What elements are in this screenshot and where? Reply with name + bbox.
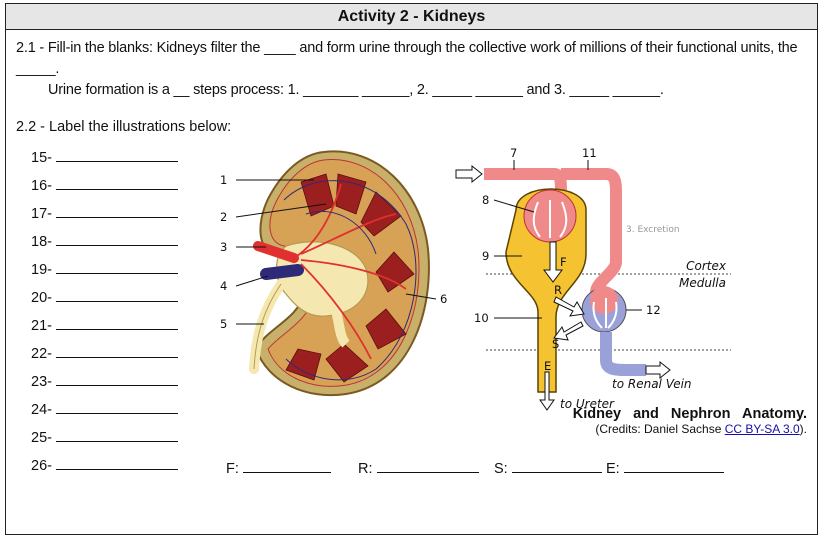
blank-secretion[interactable]: S:: [494, 459, 602, 477]
bowman-capsule: [505, 188, 587, 393]
nephron-callout-7: 7: [510, 146, 517, 160]
question-2-2-heading: 2.2 - Label the illustrations below:: [16, 119, 232, 135]
question-2-1-line-2: Urine formation is a __ steps process: 1…: [48, 82, 664, 98]
nephron-callout-12: 12: [646, 303, 661, 317]
blank-excretion[interactable]: E:: [606, 459, 724, 477]
label-blank-25[interactable]: 25-: [31, 428, 178, 446]
question-2-1-line-1: 2.1 - Fill-in the blanks: Kidneys filter…: [16, 40, 798, 77]
page-title: Activity 2 - Kidneys: [6, 4, 817, 30]
figure-caption: Kidney and Nephron Anatomy. (Credits: Da…: [573, 406, 807, 436]
nephron-illustration: Cortex Medulla 3. Excretion: [455, 146, 731, 411]
worksheet-frame: Activity 2 - Kidneys 2.1 - Fill-in the b…: [5, 3, 818, 535]
caption-title: Kidney and Nephron Anatomy.: [572, 406, 807, 422]
kidney-illustration: 1 2 3 4 5 6: [220, 150, 447, 397]
kidney-callout-1: 1: [220, 173, 227, 187]
label-blank-26[interactable]: 26-: [31, 456, 178, 474]
nephron-callout-10: 10: [474, 311, 489, 325]
filtration-arrow: [543, 241, 563, 283]
label-blank-20[interactable]: 20-: [31, 288, 178, 306]
renal-artery: [253, 241, 299, 263]
to-ureter-label: to Ureter: [560, 397, 615, 411]
caption-credits: (Credits: Daniel Sachse CC BY-SA 3.0).: [595, 422, 807, 436]
letter-f: F: [560, 255, 567, 269]
blank-filtration[interactable]: F:: [226, 459, 331, 477]
label-blank-18[interactable]: 18-: [31, 232, 178, 250]
blood-in-arrow: [455, 164, 483, 184]
renal-vein: [260, 264, 304, 280]
kidney-callout-6: 6: [440, 292, 447, 306]
letter-r: R: [554, 283, 562, 297]
renal-vein-arrow: [645, 360, 671, 380]
nephron-callout-11: 11: [582, 146, 597, 160]
reabsorption-arrow: [553, 296, 585, 317]
license-link[interactable]: CC BY-SA 3.0: [724, 422, 800, 436]
excretion-arrow: [539, 371, 555, 411]
to-renal-vein-label: to Renal Vein: [612, 377, 692, 391]
question-2-1: 2.1 - Fill-in the blanks: Kidneys filter…: [16, 38, 811, 101]
excretion-label: 3. Excretion: [626, 225, 680, 235]
cortex-label: Cortex: [686, 259, 727, 273]
kidney-callout-5: 5: [220, 317, 227, 331]
blank-reabsorption[interactable]: R:: [358, 459, 479, 477]
nephron-callout-9: 9: [482, 249, 489, 263]
label-blank-21[interactable]: 21-: [31, 316, 178, 334]
label-blank-19[interactable]: 19-: [31, 260, 178, 278]
kidney-callout-4: 4: [220, 279, 227, 293]
medulla-label: Medulla: [679, 276, 726, 290]
nephron-callout-8: 8: [482, 193, 489, 207]
label-blank-22[interactable]: 22-: [31, 344, 178, 362]
letter-s: S: [552, 337, 559, 351]
kidney-callout-3: 3: [220, 240, 227, 254]
label-blank-17[interactable]: 17-: [31, 204, 178, 222]
label-blank-23[interactable]: 23-: [31, 372, 178, 390]
letter-e: E: [544, 359, 551, 373]
label-blank-16[interactable]: 16-: [31, 176, 178, 194]
kidney-callout-2: 2: [220, 210, 227, 224]
secretion-arrow: [553, 321, 584, 341]
label-blank-24[interactable]: 24-: [31, 400, 178, 418]
label-blank-15[interactable]: 15-: [31, 148, 178, 166]
